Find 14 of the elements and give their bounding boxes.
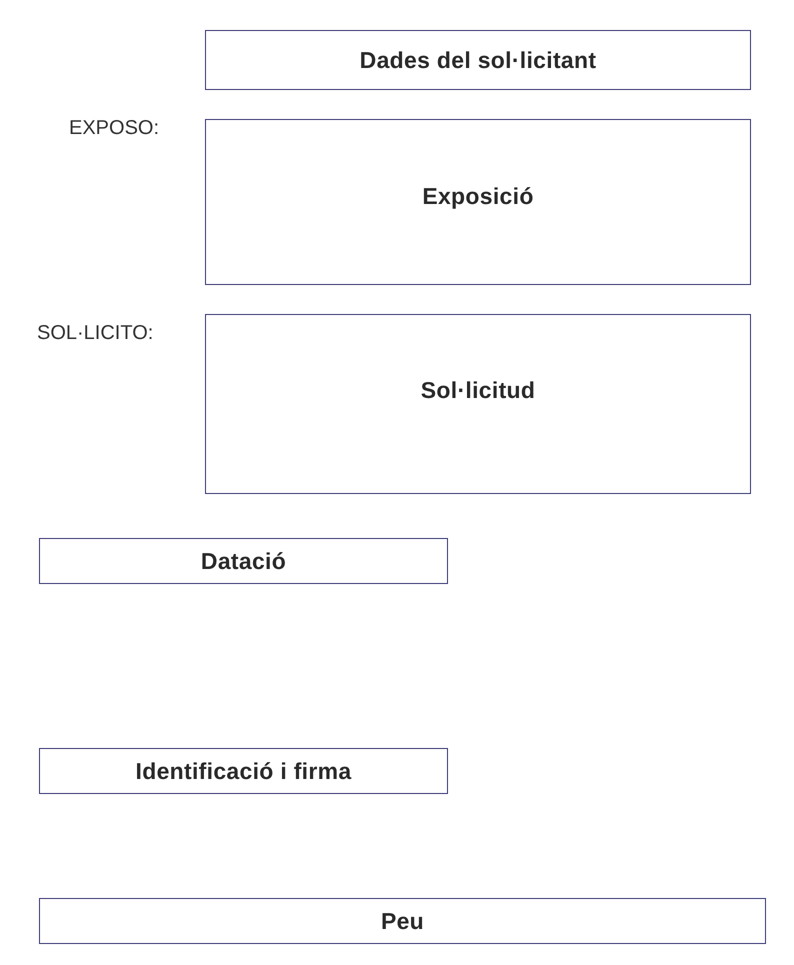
section-box <box>39 748 448 794</box>
section-box <box>39 538 448 584</box>
section-heading: Dades del sol·licitant <box>360 46 596 74</box>
section-box <box>205 30 751 90</box>
section-heading: Identificació i firma <box>136 758 352 784</box>
section-box <box>205 119 751 285</box>
section-heading: Sol·licitud <box>420 376 536 404</box>
section-box <box>205 314 751 494</box>
field-label: EXPOSO: <box>69 116 160 140</box>
section-box <box>39 898 766 944</box>
section-heading: Peu <box>380 908 424 934</box>
field-label: SOL·LICITO: <box>37 321 154 345</box>
section-heading: Datació <box>200 548 286 574</box>
section-heading: Exposició <box>422 182 534 210</box>
